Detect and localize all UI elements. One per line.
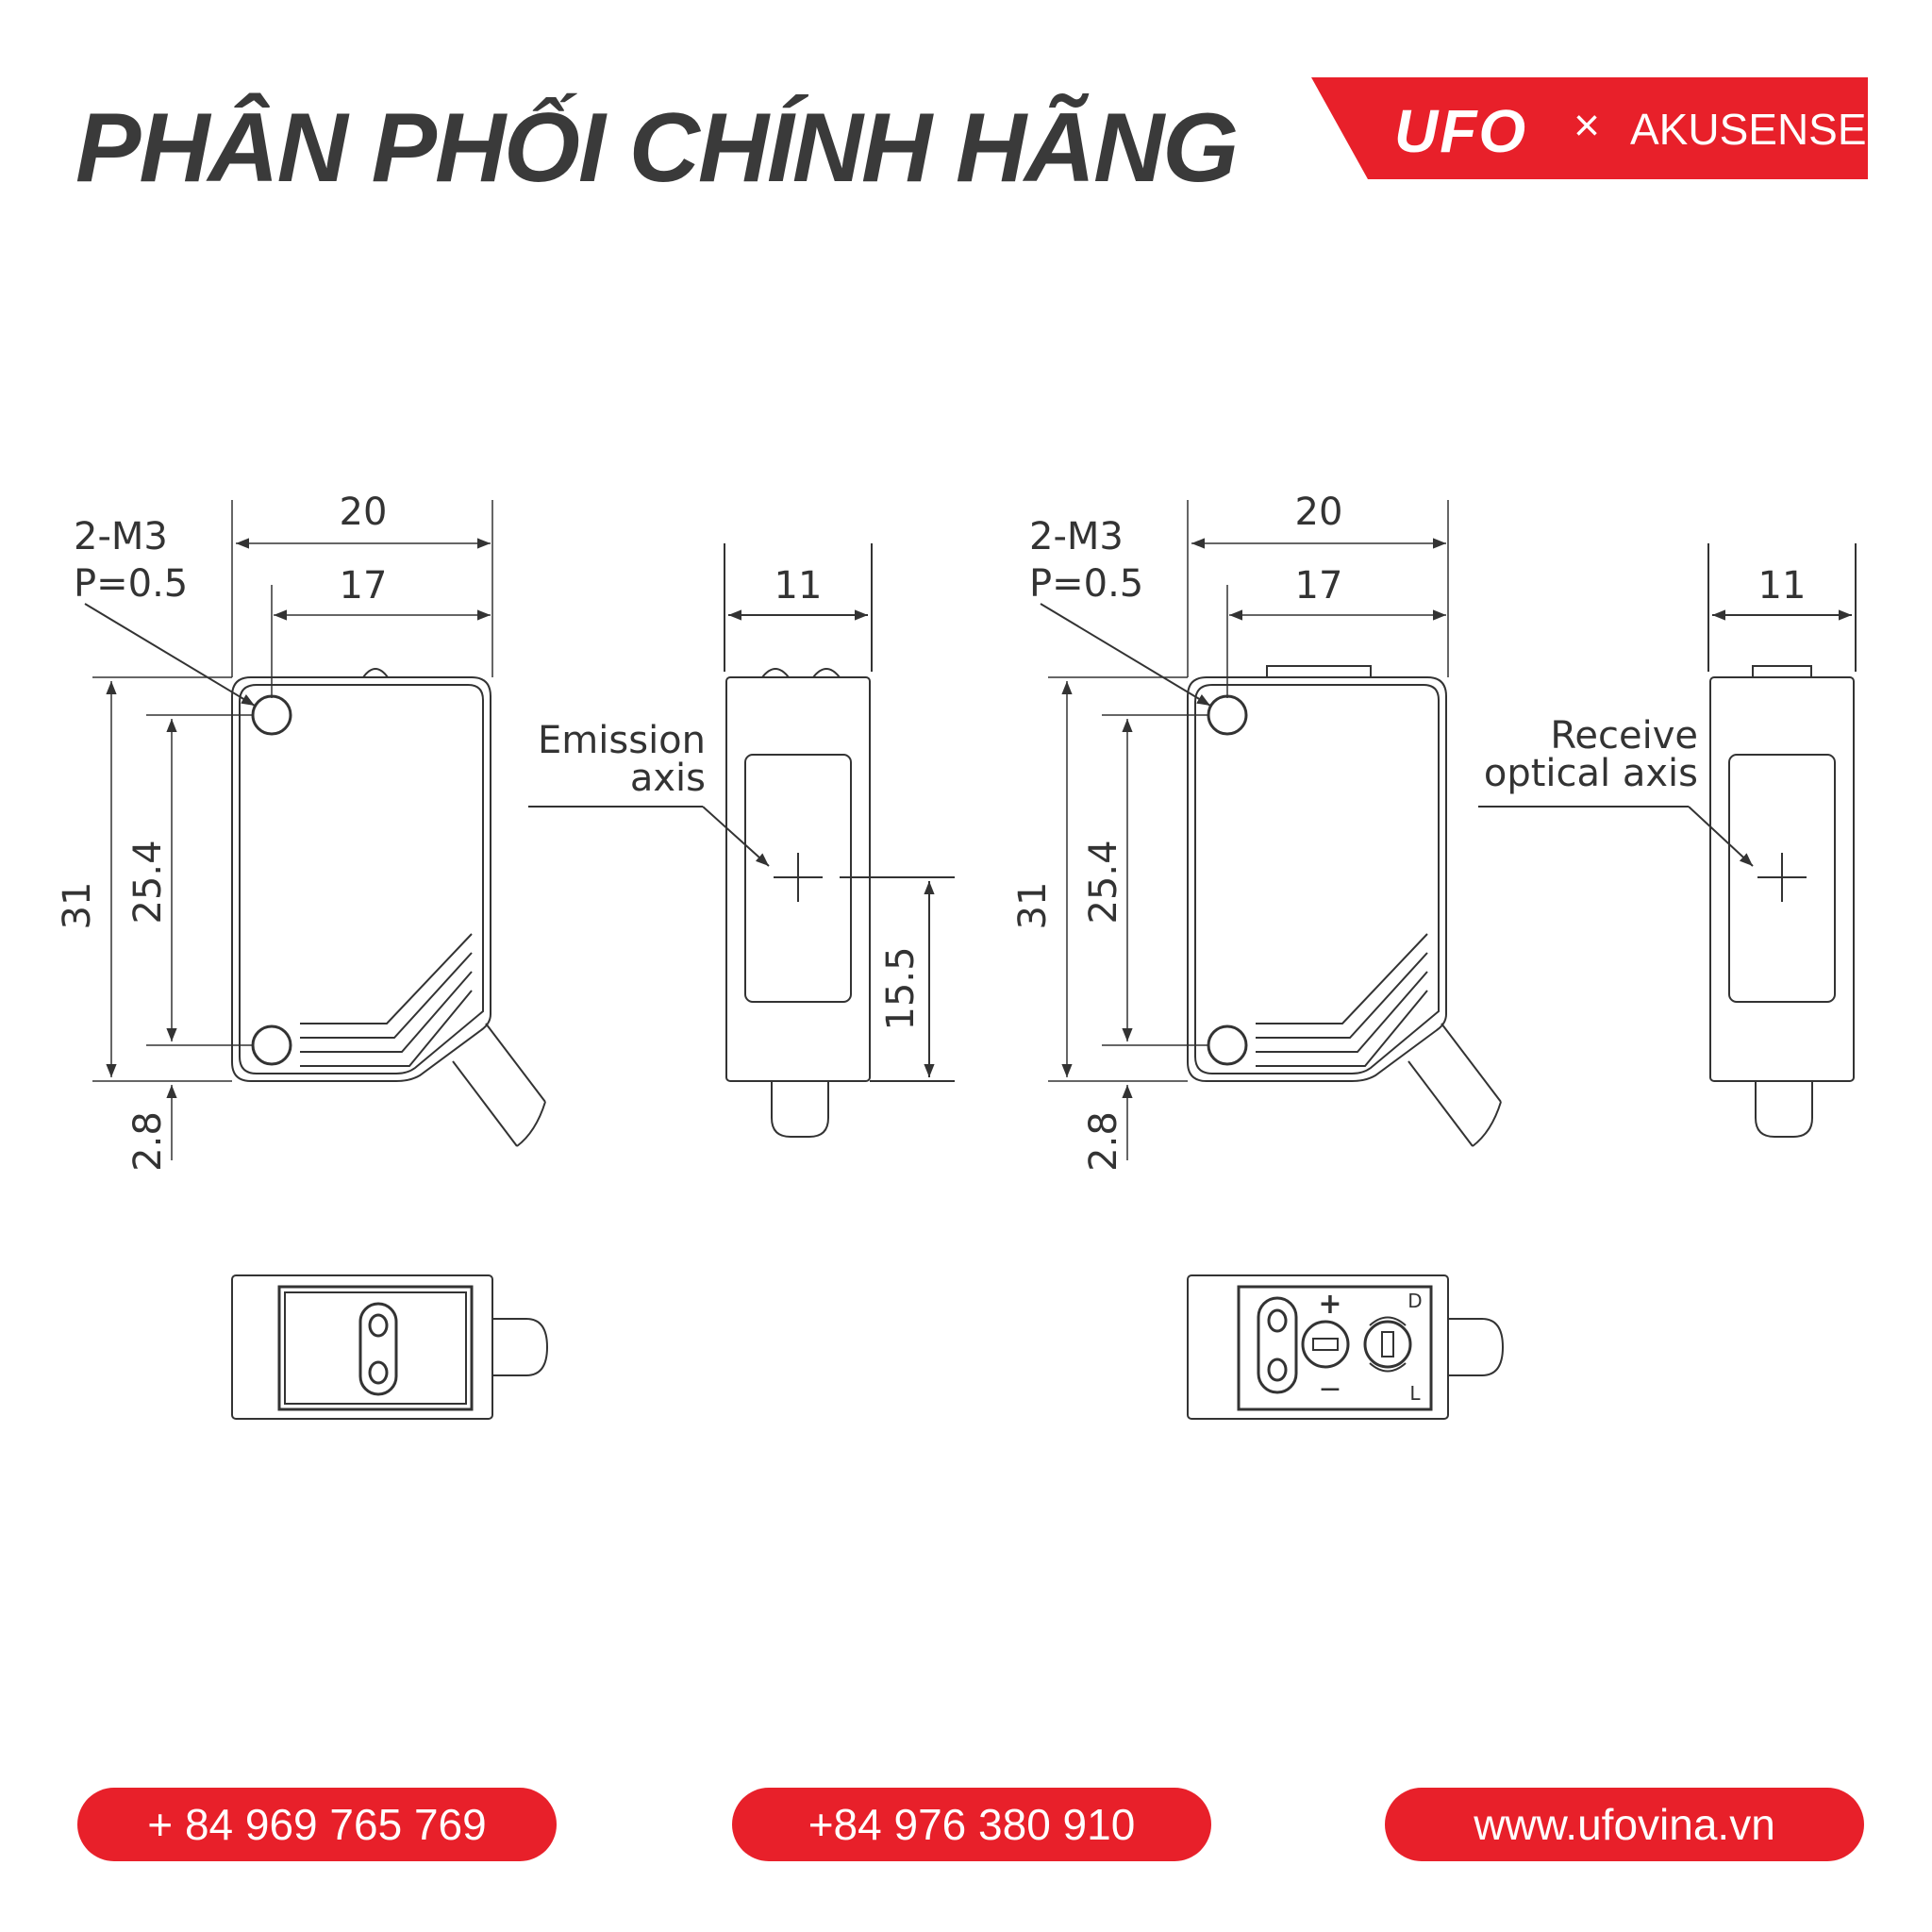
ufo-logo: UFO <box>1394 97 1528 165</box>
page-title: PHÂN PHỐI CHÍNH HÃNG <box>75 93 1239 203</box>
receiver-hole-label: 2-M3 <box>1029 515 1124 558</box>
emitter-axis-label-2: axis <box>630 757 706 800</box>
phone-1-button[interactable]: + 84 969 765 769 <box>77 1788 557 1861</box>
emitter-side-width: 11 <box>774 564 823 608</box>
emitter-front-view <box>231 668 546 1147</box>
emitter-height-inner: 25.4 <box>126 840 170 924</box>
emitter-pitch-label: P=0.5 <box>74 562 188 606</box>
emitter-bottom-offset: 2.8 <box>126 1111 170 1172</box>
receiver-minus-sign: − <box>1318 1373 1341 1406</box>
phone-2-button[interactable]: +84 976 380 910 <box>732 1788 1211 1861</box>
receiver-l-mark: L <box>1409 1382 1421 1405</box>
receiver-side-view <box>1478 543 1857 1138</box>
emitter-height-outer: 31 <box>56 882 99 930</box>
receiver-axis-label: Receive <box>1550 714 1698 758</box>
receiver-width-outer: 20 <box>1295 491 1343 534</box>
brand-cross: × <box>1574 101 1601 151</box>
emitter-axis-label: Emission <box>538 719 706 762</box>
receiver-pitch-label: P=0.5 <box>1029 562 1143 606</box>
emitter-hole-label: 2-M3 <box>74 515 168 558</box>
receiver-top-view <box>1187 1274 1505 1420</box>
akusense-logo: AKUSENSE <box>1630 105 1867 154</box>
receiver-bottom-offset: 2.8 <box>1082 1111 1125 1172</box>
receiver-height-inner: 25.4 <box>1082 840 1125 924</box>
receiver-front-view <box>1187 665 1502 1147</box>
receiver-height-outer: 31 <box>1011 882 1055 930</box>
receiver-plus-sign: + <box>1318 1288 1341 1321</box>
emitter-width-outer: 20 <box>340 491 388 534</box>
emitter-width-inner: 17 <box>340 564 388 608</box>
emitter-axis-height: 15.5 <box>879 946 923 1030</box>
emitter-top-view <box>231 1274 549 1420</box>
receiver-side-width: 11 <box>1758 564 1807 608</box>
receiver-dimensions <box>1040 500 1449 1160</box>
brand-banner-shape <box>1311 77 1868 179</box>
receiver-width-inner: 17 <box>1295 564 1343 608</box>
receiver-axis-label-2: optical axis <box>1484 752 1698 795</box>
website-link[interactable]: www.ufovina.vn <box>1385 1788 1864 1861</box>
receiver-d-mark: D <box>1407 1290 1422 1312</box>
emitter-side-view <box>528 543 955 1138</box>
emitter-dimensions <box>84 500 493 1160</box>
brand-banner: UFO × AKUSENSE <box>1311 77 1868 179</box>
